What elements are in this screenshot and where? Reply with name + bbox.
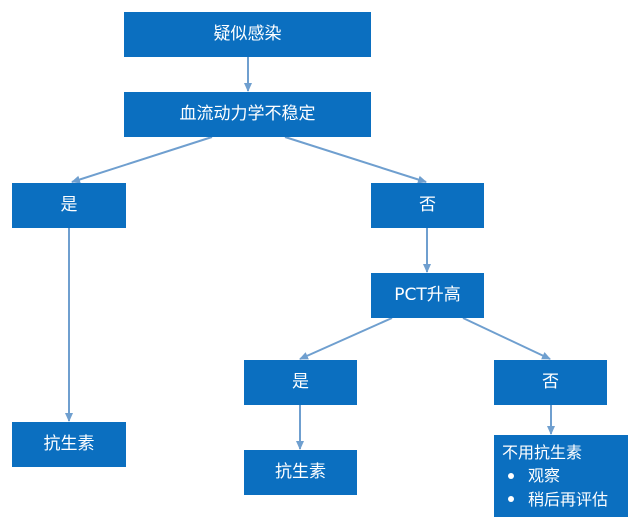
arrow-hemodynamic-to-no: [284, 136, 427, 184]
node-suspected-infection: 疑似感染: [124, 12, 371, 57]
arrow-hemodynamic-to-yes: [71, 136, 213, 184]
node-yes-hemodynamic-label: 是: [60, 195, 78, 216]
node-antibiotics-left: 抗生素: [12, 422, 126, 467]
bullet-observe-label: 观察: [528, 466, 561, 486]
node-hemodynamic-instability-label: 血流动力学不稳定: [179, 104, 316, 125]
node-no-antibiotics-title: 不用抗生素: [502, 443, 583, 463]
node-antibiotics-left-label: 抗生素: [43, 434, 95, 455]
node-no-pct: 否: [494, 360, 607, 405]
bullet-dot: [508, 496, 514, 503]
node-hemodynamic-instability: 血流动力学不稳定: [124, 92, 371, 137]
node-yes-pct-label: 是: [292, 372, 309, 393]
node-no-hemodynamic-label: 否: [419, 195, 436, 216]
node-no-hemodynamic: 否: [371, 183, 484, 228]
arrow-pct-to-no: [462, 317, 551, 360]
node-antibiotics-mid-label: 抗生素: [275, 462, 326, 483]
bullet-reassess-label: 稍后再评估: [528, 489, 609, 509]
node-antibiotics-mid: 抗生素: [244, 450, 357, 495]
node-no-antibiotics-bullets: 观察 稍后再评估: [502, 464, 608, 510]
node-pct-elevated-label: PCT升高: [394, 285, 461, 306]
node-pct-elevated: PCT升高: [371, 273, 484, 318]
bullet-observe: 观察: [502, 464, 608, 487]
node-no-antibiotics: 不用抗生素 观察 稍后再评估: [494, 435, 628, 517]
node-yes-hemodynamic: 是: [12, 183, 126, 228]
node-yes-pct: 是: [244, 360, 357, 405]
node-suspected-infection-label: 疑似感染: [213, 24, 282, 45]
node-no-pct-label: 否: [542, 372, 559, 393]
bullet-reassess: 稍后再评估: [502, 488, 608, 511]
bullet-dot: [508, 473, 514, 479]
arrow-pct-to-yes: [299, 317, 393, 360]
